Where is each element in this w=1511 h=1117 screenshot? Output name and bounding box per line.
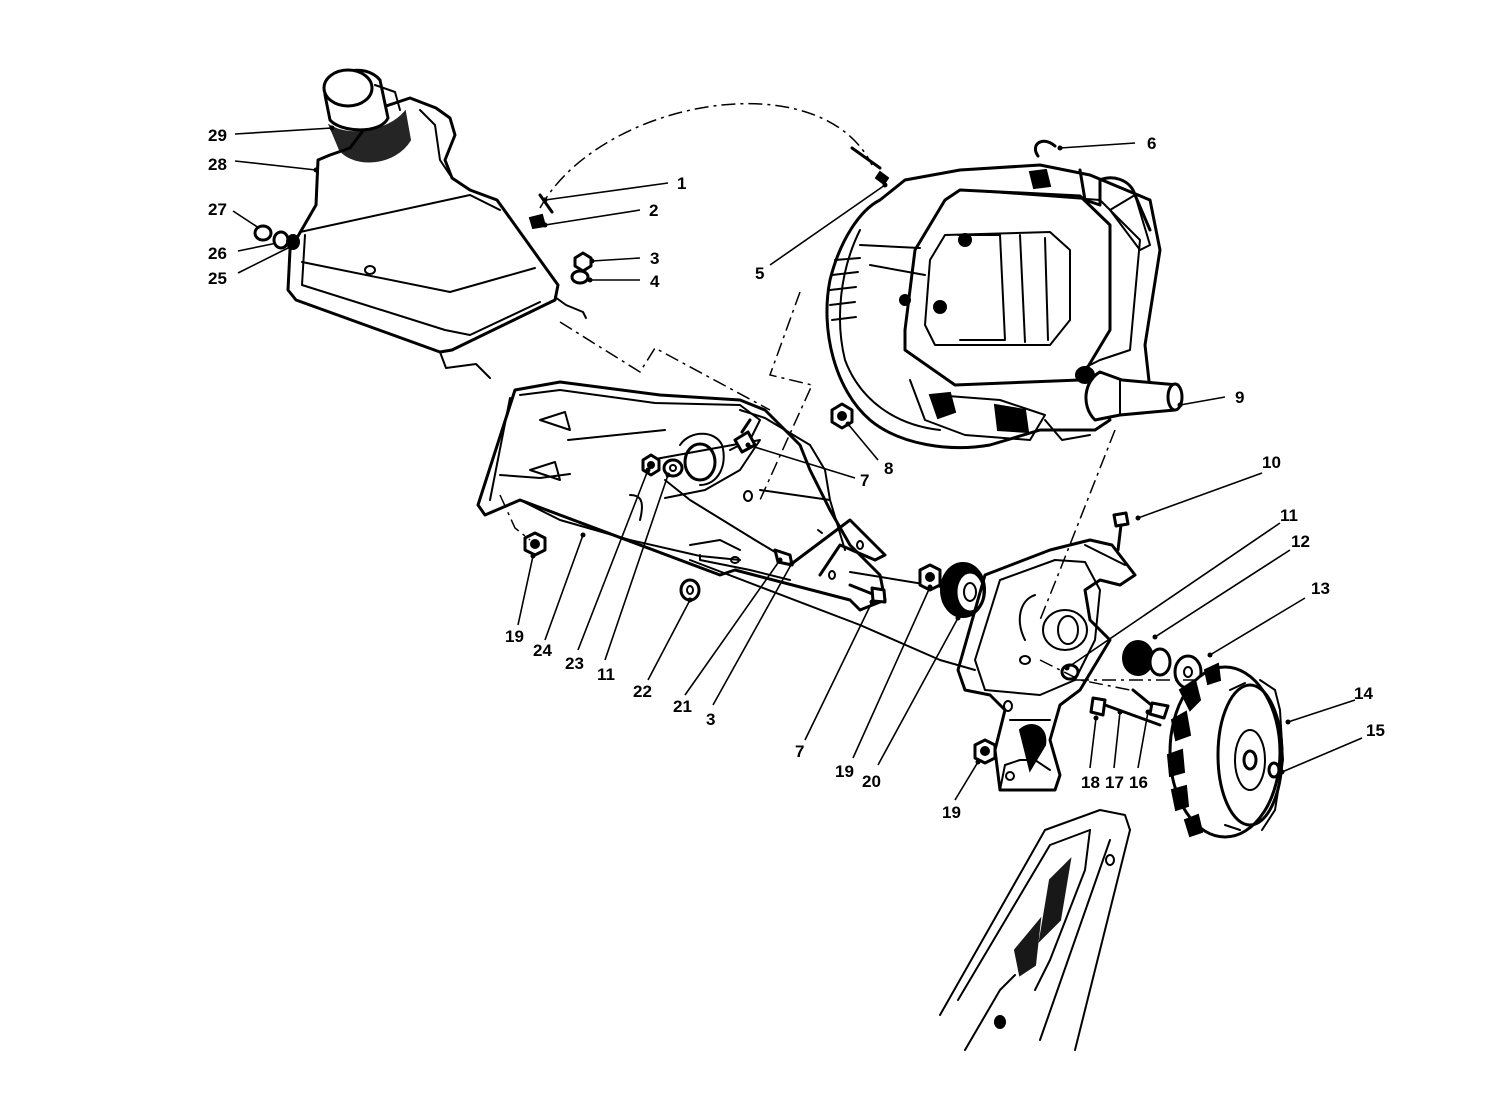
nut-27	[253, 224, 273, 242]
callout-1: 1	[677, 174, 686, 193]
hex-nut-19b	[918, 563, 942, 592]
callout-19b: 19	[942, 803, 961, 822]
callout-19c: 19	[505, 627, 524, 646]
gear-housing-plate	[956, 538, 1137, 792]
callout-leaders	[232, 125, 1363, 801]
bolt-16	[1089, 696, 1162, 727]
alignment-lines	[499, 291, 1195, 691]
callout-7a: 7	[860, 471, 869, 490]
hex-nut-19a	[523, 531, 547, 557]
callout-labels: 1 2 3 4 5 6 7 8 9 10 11 12 13 14 15 16 1…	[208, 126, 1385, 822]
clip-2	[528, 213, 547, 230]
callout-21: 21	[673, 697, 692, 716]
wheel	[1166, 662, 1284, 839]
washer-26	[272, 230, 290, 250]
washer-4	[570, 269, 590, 285]
nut-3	[573, 251, 593, 273]
callout-25: 25	[208, 269, 227, 288]
callout-29: 29	[208, 126, 227, 145]
callout-2: 2	[649, 201, 658, 220]
carriage-bolt-7a	[733, 418, 757, 454]
callout-5: 5	[755, 264, 764, 283]
fuel-tank	[286, 96, 587, 379]
spring-1	[538, 193, 554, 214]
callout-13: 13	[1311, 579, 1330, 598]
washer-11	[662, 458, 684, 478]
callout-19a: 19	[835, 762, 854, 781]
hex-nut-23	[641, 453, 661, 477]
callout-14: 14	[1354, 684, 1373, 703]
callout-22: 22	[633, 682, 652, 701]
bolt-17	[1131, 688, 1170, 720]
grommet-25	[286, 234, 300, 250]
callout-8: 8	[884, 459, 893, 478]
washer-22	[679, 578, 701, 602]
callout-6: 6	[1147, 134, 1156, 153]
callout-18: 18	[1081, 773, 1100, 792]
callout-3a: 3	[650, 249, 659, 268]
callout-15: 15	[1366, 721, 1385, 740]
handle	[939, 809, 1131, 1051]
callout-10: 10	[1262, 453, 1281, 472]
callout-12: 12	[1291, 532, 1310, 551]
callout-11b: 11	[597, 665, 615, 684]
callout-7b: 7	[795, 742, 804, 761]
carriage-bolt-7b	[848, 583, 887, 604]
callout-3b: 3	[706, 710, 715, 729]
bushing-12	[1122, 640, 1172, 677]
engine	[825, 163, 1184, 450]
engine-bolt	[1028, 168, 1052, 190]
retaining-ring	[1033, 139, 1057, 158]
frame-bracket	[476, 380, 976, 671]
callout-24: 24	[533, 641, 552, 660]
callout-4: 4	[650, 272, 660, 291]
callout-16: 16	[1129, 773, 1148, 792]
callout-9: 9	[1235, 388, 1244, 407]
callout-17: 17	[1105, 773, 1124, 792]
callout-28: 28	[208, 155, 227, 174]
callout-26: 26	[208, 244, 227, 263]
bolt-10	[1112, 511, 1130, 552]
callout-27: 27	[208, 200, 227, 219]
hex-nut-19c	[973, 738, 997, 765]
callout-11a: 11	[1280, 506, 1298, 525]
callout-20: 20	[862, 772, 881, 791]
throttle-cable	[539, 102, 890, 209]
callout-23: 23	[565, 654, 584, 673]
fuel-cap	[322, 68, 412, 163]
pulley	[940, 562, 986, 618]
